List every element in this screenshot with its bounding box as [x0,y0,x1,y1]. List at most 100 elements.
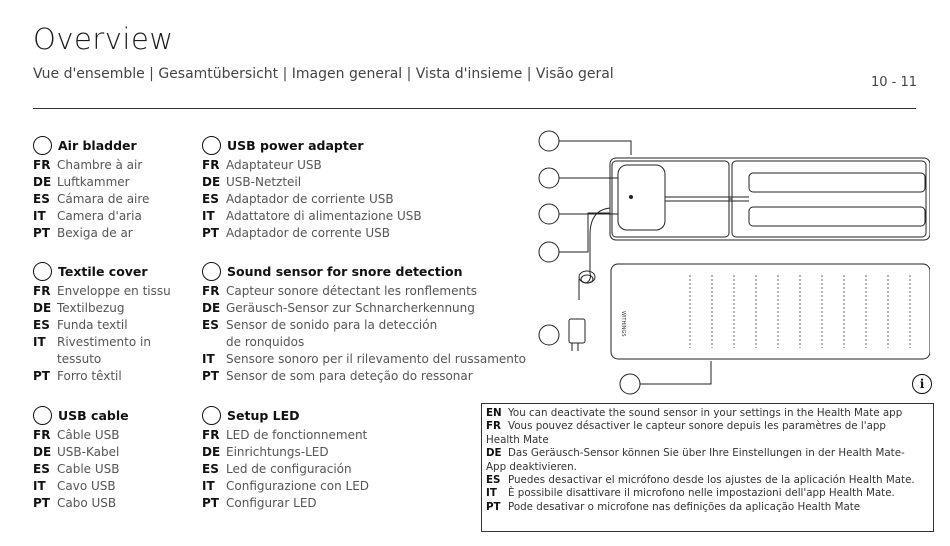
translation-row: tessuto [33,351,171,368]
header-divider [33,108,916,109]
page-number: 10 - 11 [870,75,917,90]
language-code: FR [202,158,220,172]
component-heading: Sound sensor for snore detection [202,260,526,282]
language-code: FR [202,428,220,442]
language-code: EN [486,407,502,419]
language-code: ES [486,474,501,487]
language-code: FR [33,158,51,172]
translation-text: Câble USB [57,428,120,442]
callout-circle-icon [202,405,221,425]
translation-text: Sensor de sonido para la detección [226,318,438,332]
info-icon: i [912,374,932,394]
language-code: FR [33,428,51,442]
translation-text: Enveloppe en tissu [57,284,171,298]
language-code: DE [202,175,221,189]
translation-text: Configurar LED [226,496,317,510]
language-code: ES [33,462,50,476]
translation-row: ES Cable USB [33,461,129,478]
language-code: PT [33,226,50,240]
language-code: ES [33,192,50,206]
component-name: Air bladder [58,137,137,153]
callout-circle-icon [33,135,52,155]
language-code: PT [33,496,50,510]
language-code: FR [486,420,501,433]
language-code: ES [202,192,219,206]
usb-power-adapter [617,164,666,231]
translation-text: Led de configuración [226,462,352,476]
translation-row: FR Chambre à air [33,157,149,174]
component-name: USB power adapter [227,137,364,153]
translation-text: Sensor de som para deteção do ressonar [226,369,473,383]
translation-text: USB-Kabel [57,445,120,459]
language-code: PT [33,369,50,383]
note-line: App deaktivieren. [486,461,929,474]
language-code: DE [33,301,52,315]
translation-row: ES Led de configuración [202,461,369,478]
note-text: App deaktivieren. [486,460,577,473]
component-heading: USB power adapter [202,134,422,156]
translation-row: IT Camera d'aria [33,208,149,225]
translation-text: Adaptateur USB [226,158,322,172]
translation-row: DE Luftkammer [33,174,149,191]
translation-text: Luftkammer [57,175,130,189]
language-code: IT [33,335,46,349]
callout-5 [538,324,560,346]
language-code: PT [202,496,219,510]
translation-row: de ronquidos [202,334,526,351]
callout-3 [538,203,560,225]
language-code [202,334,226,351]
translation-row: FR Adaptateur USB [202,157,422,174]
language-code [33,351,57,368]
language-code: DE [202,301,221,315]
page-subtitle: Vue d'ensemble | Gesamtübersicht | Image… [33,66,614,82]
language-code: ES [202,462,219,476]
language-code: IT [202,479,215,493]
language-code: IT [486,487,497,500]
setup-led [629,195,633,199]
language-code: DE [33,175,52,189]
component-name: USB cable [58,407,129,423]
translation-text: Camera d'aria [57,209,142,223]
translation-text: Sensore sonoro per il rilevamento del ru… [226,352,526,366]
component-name: Setup LED [227,407,300,423]
callout-circle-icon [33,261,52,281]
language-code: DE [486,447,502,460]
product-diagram: WITHINGS [538,130,930,395]
translation-text: Chambre à air [57,158,143,172]
note-text: Health Mate [486,433,549,446]
translation-text: Cable USB [57,462,120,476]
callout-circle-icon [202,135,221,155]
language-code: IT [33,209,46,223]
translation-text: Adaptador de corriente USB [226,192,394,206]
language-code: PT [202,226,219,240]
translation-text: Capteur sonore détectant les ronflements [226,284,478,298]
translation-row: PT Configurar LED [202,495,369,512]
